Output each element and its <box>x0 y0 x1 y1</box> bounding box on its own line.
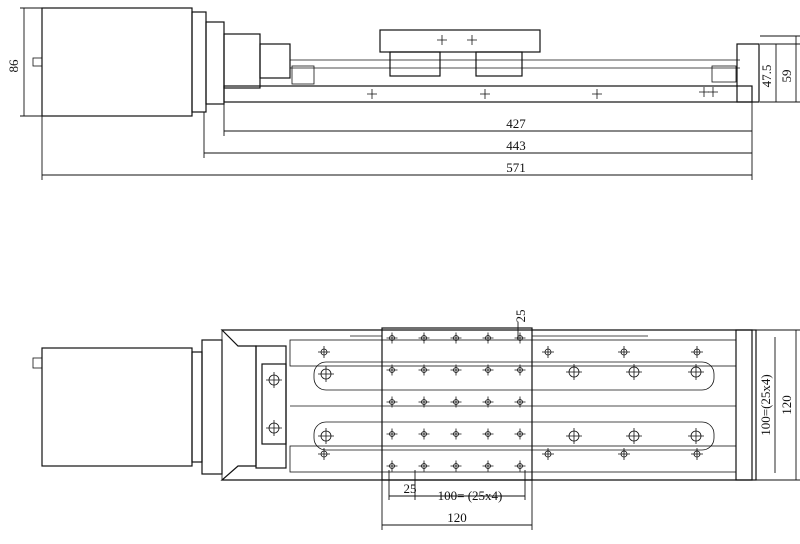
dim-25-bottom-label: 25 <box>404 481 417 496</box>
carriage-hole-cross <box>482 364 494 376</box>
carriage-hole-cross <box>514 332 526 344</box>
dim-59-label: 59 <box>779 70 794 83</box>
motor-shaft-stub <box>32 57 43 67</box>
carriage-hole-grid <box>386 332 526 472</box>
carriage-hole-cross <box>482 332 494 344</box>
carriage-hole-cross <box>514 428 526 440</box>
carriage-hole-cross <box>418 364 430 376</box>
dim-motor-height <box>20 7 42 117</box>
dim-427-label: 427 <box>506 116 526 131</box>
dim-120-right-label: 120 <box>779 395 794 415</box>
slot-hole-cross <box>566 428 582 444</box>
carriage-hole-cross <box>450 428 462 440</box>
slot-hole-cross <box>688 428 704 444</box>
coupler-block <box>223 33 261 89</box>
carriage-hole-cross <box>386 428 398 440</box>
carriage-table <box>379 29 541 53</box>
bearing-block <box>259 43 291 79</box>
carriage-hole-cross <box>514 364 526 376</box>
carriage-block-left <box>389 51 441 77</box>
plan-end-cap <box>735 329 757 481</box>
dim-right-heights <box>760 35 800 103</box>
rail-hole-cross <box>618 448 630 460</box>
plan-coupling <box>201 339 223 475</box>
carriage-hole-cross <box>418 396 430 408</box>
carriage-hole-cross <box>418 460 430 472</box>
dim-100-right-label: 100=(25x4) <box>758 374 773 436</box>
mount-holes-side <box>367 35 718 99</box>
side-view: 86 47.5 59 427 443 571 <box>6 7 800 180</box>
bearing-hole-cross <box>266 372 282 388</box>
dim-443-label: 443 <box>506 138 526 153</box>
carriage-plate <box>381 327 533 481</box>
end-block-left <box>291 65 315 85</box>
end-block-right <box>711 65 737 83</box>
carriage-hole-cross <box>386 396 398 408</box>
carriage-hole-cross <box>450 364 462 376</box>
slot-hole-cross <box>688 364 704 380</box>
carriage-hole-cross <box>482 396 494 408</box>
slot-hole-cross <box>626 364 642 380</box>
carriage-hole-cross <box>514 460 526 472</box>
rail-hole-cross <box>542 448 554 460</box>
plan-dims <box>381 322 800 530</box>
carriage-hole-cross <box>514 396 526 408</box>
slot-hole-cross <box>626 428 642 444</box>
carriage-hole-cross <box>450 396 462 408</box>
carriage-hole-cross <box>418 332 430 344</box>
carriage-hole-cross <box>386 364 398 376</box>
carriage-hole-cross <box>386 460 398 472</box>
slot-hole-cross <box>318 428 334 444</box>
rail-hole-cross <box>618 346 630 358</box>
carriage-hole-cross <box>450 460 462 472</box>
coupling-housing <box>205 21 225 105</box>
motor-body <box>41 7 193 117</box>
dim-120-bottom-label: 120 <box>447 510 467 525</box>
base-rail <box>223 85 753 103</box>
carriage-block-right <box>475 51 523 77</box>
rail-hole-cross <box>691 346 703 358</box>
plan-bearing-block <box>261 363 287 445</box>
dim-25-top-label: 25 <box>513 310 528 323</box>
slot-hole-cross <box>318 366 334 382</box>
slot-hole-cross <box>566 364 582 380</box>
plan-motor-flange <box>191 351 203 463</box>
dim-100-bottom-label: 100= (25x4) <box>438 488 503 503</box>
dim-47-5-label: 47.5 <box>759 65 774 88</box>
plan-motor-body <box>41 347 193 467</box>
plan-base-frame <box>220 329 753 481</box>
plan-slot-top <box>313 361 715 391</box>
rail-hole-cross <box>542 346 554 358</box>
dim-lengths <box>41 102 753 180</box>
rail-hole-cross <box>318 448 330 460</box>
plan-shaft-stub <box>32 357 43 369</box>
plan-slot-bottom <box>313 421 715 451</box>
dim-571-label: 571 <box>506 160 526 175</box>
motor-flange <box>191 11 207 113</box>
rail-mount-holes <box>266 346 704 460</box>
carriage-hole-cross <box>386 332 398 344</box>
dim-86-label: 86 <box>6 59 21 73</box>
rail-hole-cross <box>691 448 703 460</box>
carriage-hole-cross <box>450 332 462 344</box>
rail-hole-cross <box>318 346 330 358</box>
carriage-hole-cross <box>482 460 494 472</box>
end-cap <box>736 43 760 103</box>
carriage-hole-cross <box>418 428 430 440</box>
plan-view: 25 100= (25x4) 120 25 100=(25x4) 120 <box>32 310 800 530</box>
carriage-hole-cross <box>482 428 494 440</box>
bearing-hole-cross <box>266 420 282 436</box>
